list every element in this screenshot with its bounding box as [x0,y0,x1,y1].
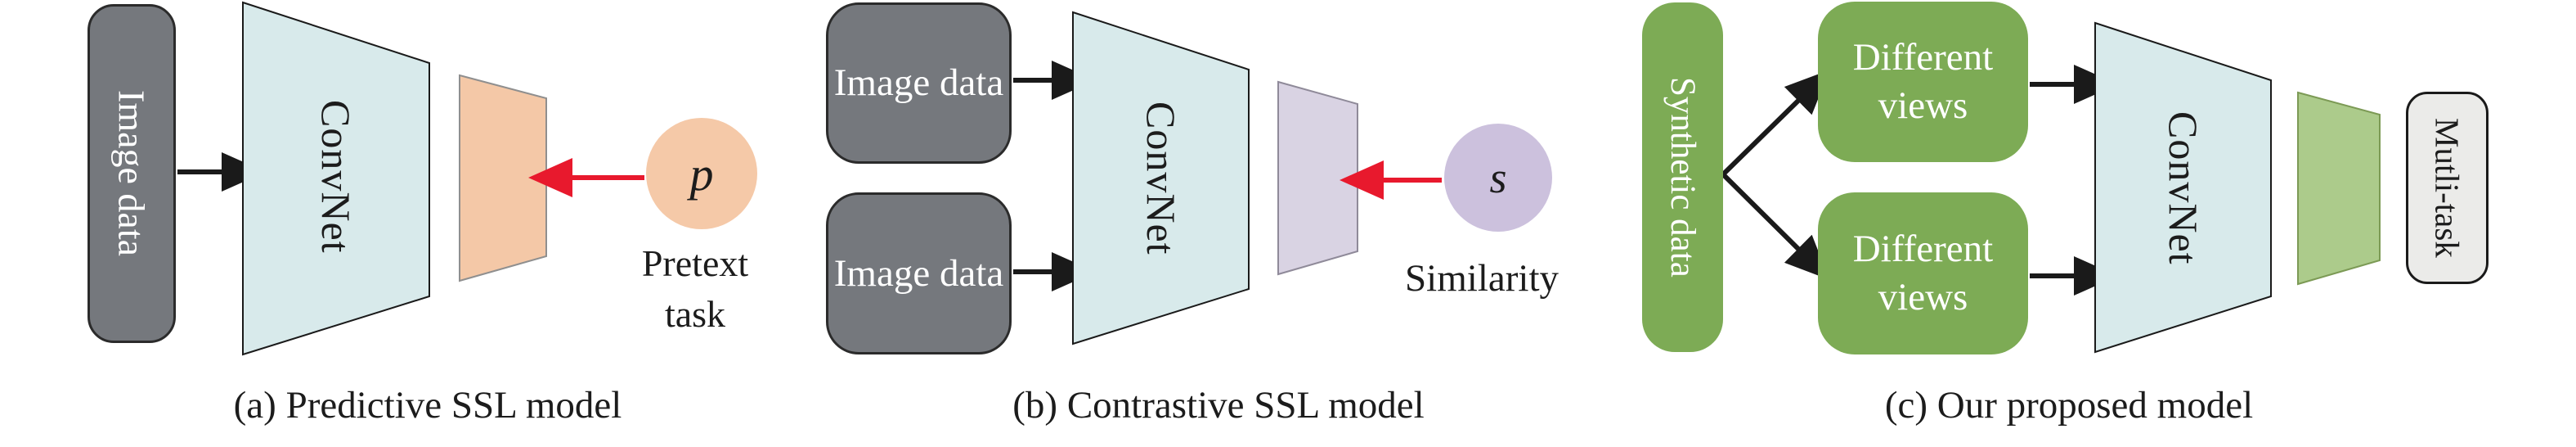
convnet-trapezoid-a [242,1,430,356]
image-data-label-b2: Image data [833,251,1004,295]
feature-trapezoid-a [459,74,547,282]
different-views-box-2: Different views [1818,192,2028,354]
convnet-trapezoid-c [2094,21,2272,354]
caption-c: (c) Our proposed model [1884,384,2254,427]
panel-proposed-model: Synthetic data Different views Different… [1636,0,2576,447]
caption-b: (b) Contrastive SSL model [1012,384,1425,427]
feature-trapezoid-b [1277,80,1358,276]
similarity-circle [1444,124,1552,232]
similarity-label: Similarity [1405,257,1559,300]
different-views-label-1: Different views [1852,36,1994,127]
different-views-label-2: Different views [1852,228,1994,318]
synthetic-data-box: Synthetic data [1642,2,1723,352]
image-data-box-b2: Image data [826,192,1012,354]
image-data-box-a: Image data [88,4,176,343]
panel-b-shapes [1013,11,1552,345]
pretext-task-label: Pretext task [641,242,749,335]
image-data-box-b1: Image data [826,2,1012,164]
panel-a-shapes [177,1,757,356]
pretext-circle [646,118,757,229]
feature-trapezoid-c [2297,91,2381,286]
image-data-label-b1: Image data [833,61,1004,105]
panel-predictive-ssl: Image data ConvNet p Pretext task (a) Pr… [0,0,818,447]
convnet-label-c: ConvNet [2161,111,2206,265]
image-data-label-a: Image data [110,90,153,257]
different-views-box-1: Different views [1818,2,2028,162]
panel-c-shapes [1721,21,2381,354]
convnet-trapezoid-b [1072,11,1250,345]
arrow-synthetic-to-views1 [1721,70,1830,177]
panel-contrastive-ssl: Image data Image data ConvNet s Similari… [818,0,1636,447]
synthetic-data-label: Synthetic data [1663,77,1702,278]
convnet-label-b: ConvNet [1138,101,1184,255]
arrow-synthetic-to-views2 [1721,172,1830,280]
multitask-label: Mutli-task [2428,118,2466,258]
multitask-box: Mutli-task [2406,92,2488,284]
s-symbol: s [1489,153,1507,202]
convnet-label-a: ConvNet [313,99,359,254]
p-symbol: p [689,147,714,201]
caption-a: (a) Predictive SSL model [233,384,622,427]
